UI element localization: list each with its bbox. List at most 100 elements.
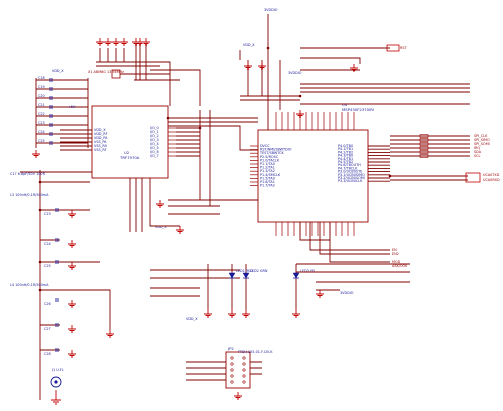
jtag-connector: JP2 FTSH-105-01-F-DV-K bbox=[186, 346, 273, 400]
resistor-icon bbox=[419, 154, 429, 158]
u4-pin-label: P3.3/UCB0CLK bbox=[338, 179, 363, 183]
ground-icon bbox=[204, 310, 212, 318]
u2-pin-label: VDD_RF bbox=[94, 132, 108, 136]
cap-label: C23 bbox=[38, 121, 45, 125]
u4-pin-label: P4.2/TB2 bbox=[338, 150, 353, 154]
u4-pin-label: P4.0/TB0 bbox=[338, 144, 353, 148]
u4-pin-label: RST/NMI/SBWTDIO bbox=[260, 148, 292, 152]
jtag-pin bbox=[242, 362, 246, 366]
led-label: LED2 GRN bbox=[250, 269, 268, 273]
u2-pin-label: I/O_7 bbox=[150, 154, 159, 158]
u4-pin-label: P1.3/TA2 bbox=[260, 169, 275, 173]
antenna-connector: J1 U.FL bbox=[50, 368, 64, 405]
junction-dot bbox=[38, 180, 42, 184]
u4-pin-label: P4.7/TBCLK bbox=[338, 166, 358, 170]
junction-dot bbox=[298, 94, 302, 98]
u4-pin-label: P4.4/TB1 bbox=[338, 157, 353, 161]
u4-pin-label: P1.4/SMCLK bbox=[260, 173, 281, 177]
jtag-pin bbox=[230, 368, 234, 372]
u4-pin-label: P3.2/UCB0SOMI bbox=[338, 176, 365, 180]
cap-label: C18 bbox=[38, 76, 45, 80]
ground-icon bbox=[32, 150, 40, 158]
resistor-icon bbox=[419, 138, 429, 142]
u2-pin-label: VSS_RX bbox=[94, 144, 108, 148]
right-net-section: SPI_CLKSPI_SIMOSPI_SOMIIRQSDASCLENEN2MOD… bbox=[390, 134, 500, 268]
vdd-label-3: VDD_X bbox=[155, 225, 167, 229]
cap-c17: C17 6.8pF/50V 100R bbox=[10, 172, 46, 176]
ground-icon bbox=[142, 38, 150, 46]
ground-icon bbox=[258, 62, 266, 70]
u4-pin-label: P2.5/ROSC bbox=[260, 155, 279, 159]
ground-icon bbox=[296, 110, 304, 118]
cap-label: C23 bbox=[44, 212, 51, 216]
u4-pin-label: P4.3/TB0 bbox=[338, 154, 353, 158]
u4-pin-label: P1.6/TA1 bbox=[260, 180, 275, 184]
right-net-label: SCL bbox=[474, 154, 481, 158]
right-net-label: EN bbox=[392, 248, 397, 252]
inductor-chain: L3 100nH/0.1R/500mA L4 100nH/0.1R/500mA … bbox=[10, 170, 114, 400]
u4-pin-label: P1.1/TA0 bbox=[260, 162, 275, 166]
resistor-icon bbox=[419, 146, 429, 150]
u4-pin-label: P4.1/TB1 bbox=[338, 147, 353, 151]
junction-dot bbox=[38, 260, 42, 264]
u2-pin-label: I/O_0 bbox=[150, 126, 159, 130]
conn-rst: RST bbox=[400, 46, 408, 50]
junction-dot bbox=[38, 208, 42, 212]
ground-icon bbox=[120, 38, 128, 46]
cap-label: C20 bbox=[38, 94, 45, 98]
right-net-label: SDA bbox=[474, 150, 482, 154]
jtag-pin bbox=[230, 374, 234, 378]
top-gnd-group bbox=[96, 38, 150, 46]
u2-pin-label: VDD_X bbox=[94, 128, 106, 132]
crystal-label: X1 ABM8G 13.56MHz bbox=[88, 70, 124, 74]
u4-pin-label: P1.0/TACLK bbox=[260, 158, 280, 162]
right-net-label: EN2 bbox=[392, 252, 399, 256]
u2-chip: U2 TRF7970A VDD_XVDD_RFVDD_PAVSS_PAVSS_R… bbox=[86, 105, 200, 179]
u2-pin-label: I/O_4 bbox=[150, 142, 159, 146]
ground-icon bbox=[104, 38, 112, 46]
u4-pin-label: P1.2/TA1 bbox=[260, 166, 275, 170]
cap-label: C21 bbox=[38, 103, 45, 107]
led-icon bbox=[242, 272, 250, 279]
ground-icon bbox=[106, 330, 114, 338]
u4-pin-label: P1.5/TA0 bbox=[260, 176, 275, 180]
junction-dot bbox=[266, 46, 270, 50]
cap-label: C25 bbox=[38, 139, 45, 143]
right-net-label: SPI_SIMO bbox=[474, 138, 490, 142]
u2-pin-label: I/O_1 bbox=[150, 130, 159, 134]
u2-ref: U2 bbox=[124, 150, 130, 155]
vcc-label-2: 3VDDIO bbox=[288, 71, 302, 75]
ground-icon bbox=[228, 310, 236, 318]
ground-icon bbox=[96, 38, 104, 46]
crystal-section: X1 ABM8G 13.56MHz bbox=[88, 44, 201, 106]
ground-icon bbox=[136, 38, 144, 46]
u4-chip: U4 MSP430F2370IRI DVCCRST/NMI/SBWTDIOTES… bbox=[250, 102, 390, 236]
resistor-icon bbox=[419, 150, 429, 154]
jtag-pin bbox=[242, 368, 246, 372]
u2-pin-label: I/O_6 bbox=[150, 150, 159, 154]
vdd-label-1: VDD_X bbox=[52, 69, 64, 73]
u2-pin-label: VSS_PA bbox=[94, 140, 107, 144]
right-net-label: SPI_SOMI bbox=[474, 142, 490, 146]
jtag-pin bbox=[242, 380, 246, 384]
u2-pin-label: VSS_RF bbox=[94, 148, 107, 152]
jtag-pin bbox=[230, 356, 234, 360]
ground-icon bbox=[292, 310, 300, 318]
jtag-pin bbox=[230, 380, 234, 384]
ground-icon bbox=[68, 325, 76, 333]
resistor-icon bbox=[419, 134, 429, 138]
ground-icon bbox=[234, 392, 242, 400]
ground-icon bbox=[176, 226, 184, 234]
vdd-label-4: VDD_X bbox=[186, 317, 198, 321]
right-net-label: IRQ bbox=[474, 146, 480, 150]
ground-icon bbox=[68, 210, 76, 218]
vcc-label-1: 3VDDIO bbox=[264, 8, 278, 12]
jtag-pin bbox=[242, 374, 246, 378]
ground-icon bbox=[156, 200, 164, 208]
right-net-label: MOD bbox=[392, 260, 401, 264]
u4-pin-label: TEST/SBWTCK bbox=[259, 151, 285, 155]
ground-icon bbox=[350, 64, 358, 72]
led-label: LED1 RED bbox=[236, 269, 253, 273]
